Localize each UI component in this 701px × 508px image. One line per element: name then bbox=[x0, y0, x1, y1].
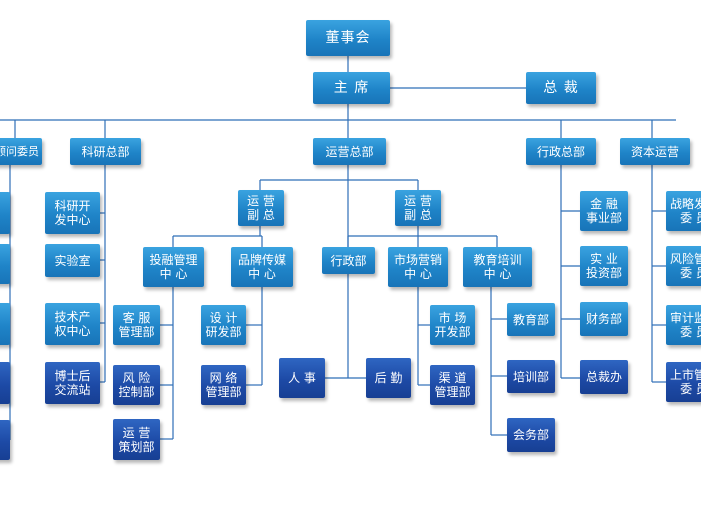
capital-unit[interactable]: 审计监察 委 员 bbox=[666, 305, 701, 345]
education-unit[interactable]: 会务部 bbox=[507, 418, 555, 452]
admin-hq-unit[interactable]: 财务部 bbox=[580, 302, 628, 336]
expert-committee-unit bbox=[0, 192, 10, 234]
center-admin-dept[interactable]: 行政部 bbox=[322, 247, 375, 274]
expert-committee-unit bbox=[0, 362, 10, 404]
expert-committee-unit bbox=[0, 420, 10, 460]
president-node[interactable]: 总 裁 bbox=[526, 72, 596, 104]
expert-committee-unit bbox=[0, 303, 10, 345]
education-unit[interactable]: 教育部 bbox=[507, 303, 555, 336]
marketing-unit[interactable]: 市 场 开发部 bbox=[430, 305, 475, 345]
brand-unit[interactable]: 网 络 管理部 bbox=[201, 365, 246, 405]
expert-committee-unit bbox=[0, 244, 10, 284]
division-capital-ops[interactable]: 资本运营 bbox=[620, 138, 690, 165]
division-research-hq[interactable]: 科研总部 bbox=[70, 138, 141, 165]
admin-unit-hr[interactable]: 人 事 bbox=[279, 358, 325, 398]
research-unit[interactable]: 科研开 发中心 bbox=[45, 192, 100, 234]
research-unit[interactable]: 博士后 交流站 bbox=[45, 362, 100, 404]
division-admin-hq[interactable]: 行政总部 bbox=[526, 138, 596, 165]
marketing-unit[interactable]: 渠 道 管理部 bbox=[430, 365, 475, 405]
admin-hq-unit[interactable]: 金 融 事业部 bbox=[580, 191, 628, 231]
admin-hq-unit[interactable]: 总裁办 bbox=[580, 360, 628, 394]
board-node[interactable]: 董事会 bbox=[306, 20, 390, 56]
center-marketing[interactable]: 市场营销 中 心 bbox=[388, 247, 448, 287]
research-unit[interactable]: 技术产 权中心 bbox=[45, 303, 100, 345]
center-investment[interactable]: 投融管理 中 心 bbox=[143, 247, 204, 287]
research-unit[interactable]: 实验室 bbox=[45, 244, 100, 277]
center-brand[interactable]: 品牌传媒 中 心 bbox=[231, 247, 293, 287]
admin-unit-logistics[interactable]: 后 勤 bbox=[366, 358, 411, 398]
vice-president-node[interactable]: 运 营 副 总 bbox=[395, 190, 441, 226]
capital-unit[interactable]: 上市管理 委 员 bbox=[666, 362, 701, 402]
investment-unit[interactable]: 风 险 控制部 bbox=[113, 365, 160, 405]
division-operations-hq[interactable]: 运营总部 bbox=[313, 138, 386, 165]
vice-president-node[interactable]: 运 营 副 总 bbox=[238, 190, 284, 226]
capital-unit[interactable]: 风险管理 委 员 bbox=[666, 246, 701, 286]
education-unit[interactable]: 培训部 bbox=[507, 360, 555, 393]
brand-unit[interactable]: 设 计 研发部 bbox=[201, 305, 246, 345]
admin-hq-unit[interactable]: 实 业 投资部 bbox=[580, 246, 628, 286]
center-education[interactable]: 教育培训 中 心 bbox=[463, 247, 532, 287]
division-expert-committee[interactable]: 专家顾问委员 bbox=[0, 138, 42, 165]
investment-unit[interactable]: 客 服 管理部 bbox=[113, 305, 160, 345]
chairman-node[interactable]: 主 席 bbox=[313, 72, 390, 104]
capital-unit[interactable]: 战略发展 委 员 bbox=[666, 191, 701, 231]
investment-unit[interactable]: 运 营 策划部 bbox=[113, 419, 160, 460]
